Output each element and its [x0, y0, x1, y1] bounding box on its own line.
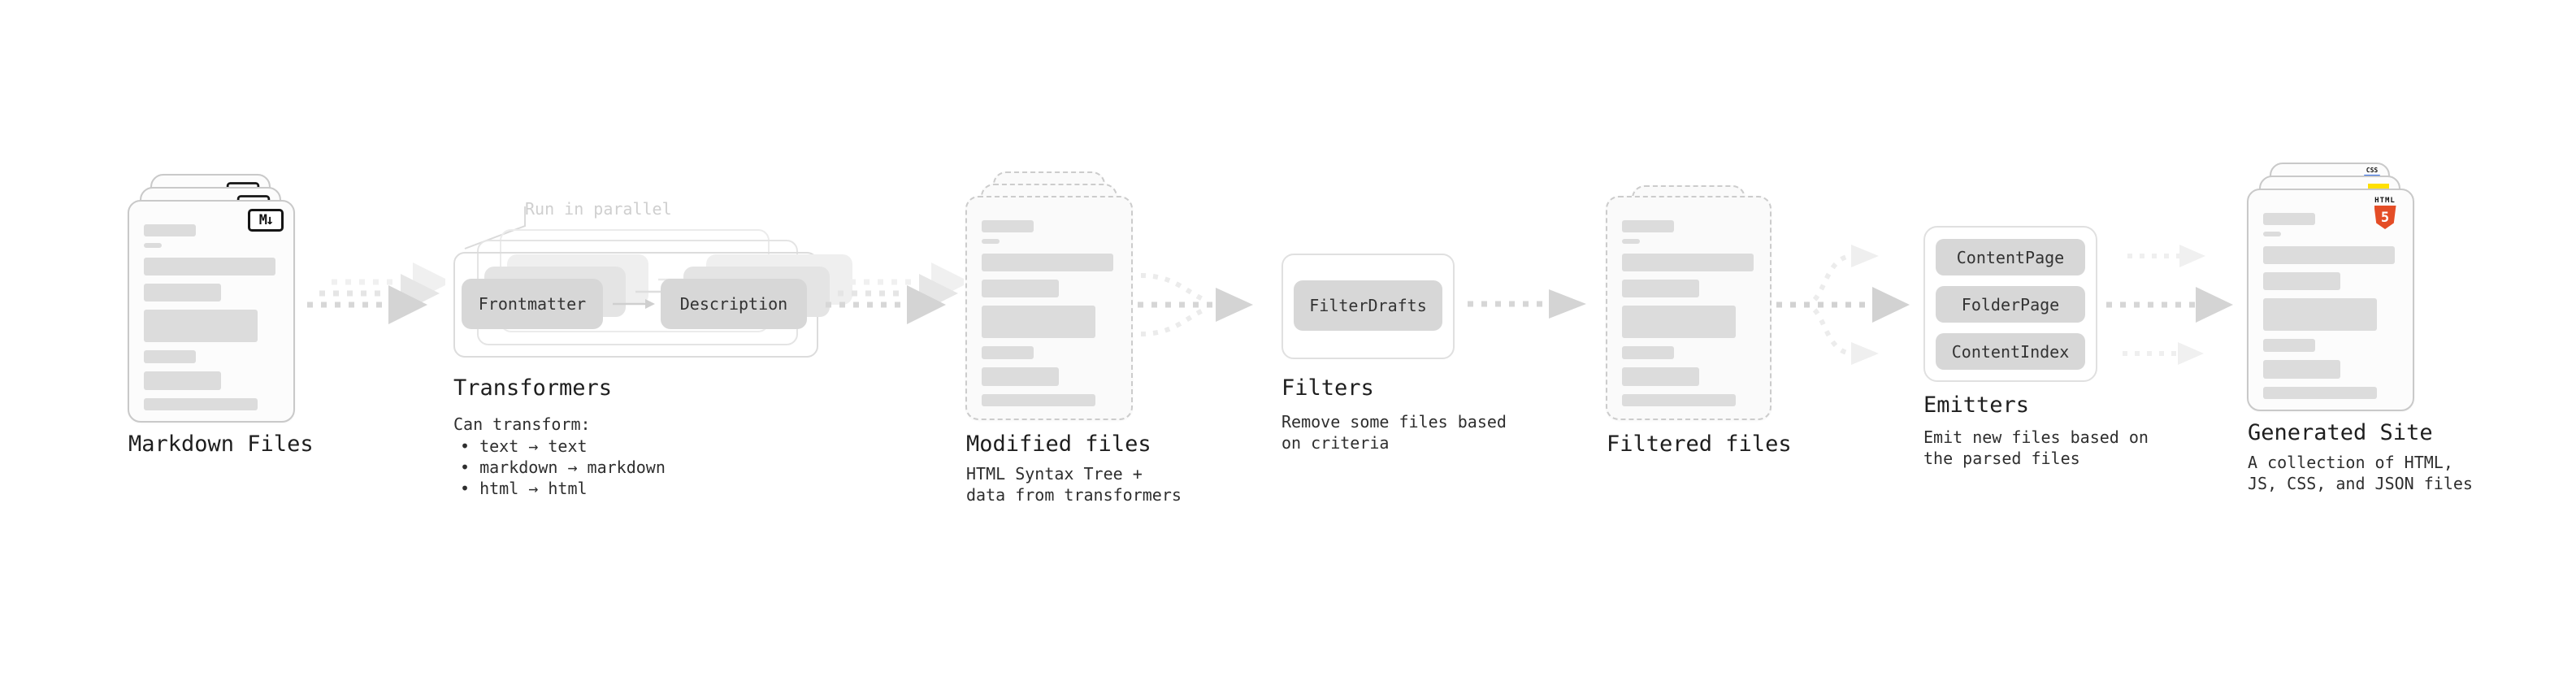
emitter-pill-contentindex: ContentIndex — [1936, 333, 2085, 370]
document-skeleton — [129, 202, 293, 410]
text-line-placeholder — [144, 398, 258, 410]
bullet-item: • html → html — [460, 479, 588, 498]
run-in-parallel-callout: Run in parallel — [525, 199, 672, 219]
node-title-markdown-files: Markdown Files — [128, 432, 314, 457]
text-line-placeholder — [2263, 232, 2281, 236]
transformers-bullet-list: • text → text • markdown → markdown • ht… — [460, 436, 666, 499]
transformer-layer: Frontmatter Description — [453, 229, 818, 359]
bullet-item: • text → text — [460, 436, 588, 456]
node-title-filters: Filters — [1281, 375, 1374, 401]
text-line-placeholder — [144, 284, 221, 301]
bullet-item: • markdown → markdown — [460, 458, 666, 477]
file-card — [965, 196, 1133, 420]
transformers-subtitle: Can transform: — [453, 414, 591, 434]
node-generated-site: CSS HTML 5 — [2247, 163, 2414, 411]
document-skeleton — [1607, 197, 1770, 406]
text-line-placeholder — [1622, 254, 1754, 271]
text-line-placeholder — [144, 224, 196, 236]
text-line-placeholder — [2263, 298, 2377, 331]
node-title-modified-files: Modified files — [966, 432, 1151, 457]
file-card — [1606, 196, 1772, 420]
text-line-placeholder — [982, 346, 1034, 359]
node-title-filtered-files: Filtered files — [1607, 432, 1792, 457]
text-line-placeholder — [2263, 339, 2315, 352]
node-filters: FilterDrafts — [1281, 254, 1455, 359]
text-line-placeholder — [144, 258, 275, 275]
text-line-placeholder — [982, 239, 1000, 244]
text-line-placeholder — [1622, 220, 1674, 232]
file-card: HTML 5 — [2247, 189, 2414, 411]
text-line-placeholder — [144, 350, 196, 363]
markdown-icon: M↓ — [248, 209, 284, 232]
transformer-pill-frontmatter: Frontmatter — [462, 279, 603, 329]
flow-arrow-modified-to-filters — [1138, 273, 1253, 336]
filter-pill-filterdrafts: FilterDrafts — [1294, 280, 1442, 331]
text-line-placeholder — [2263, 360, 2340, 379]
node-emitters: ContentPage FolderPage ContentIndex — [1923, 226, 2097, 382]
node-markdown-files: M↓ M↓ M↓ — [128, 174, 295, 423]
text-line-placeholder — [982, 306, 1095, 338]
flow-arrow-transformers-to-modified — [826, 262, 964, 324]
text-line-placeholder — [2263, 387, 2377, 399]
emitter-pill-folderpage: FolderPage — [1936, 286, 2085, 323]
text-line-placeholder — [1622, 394, 1736, 406]
html5-icon: HTML 5 — [2367, 197, 2403, 229]
modified-files-description: HTML Syntax Tree + data from transformer… — [966, 464, 1182, 505]
node-modified-files — [965, 171, 1133, 420]
text-line-placeholder — [144, 243, 162, 248]
flow-arrow-markdown-to-transformers — [307, 262, 445, 324]
node-transformers: Frontmatter Description — [453, 229, 852, 359]
filters-description: Remove some files based on criteria — [1281, 412, 1507, 453]
text-line-placeholder — [1622, 306, 1736, 338]
text-line-placeholder — [1622, 367, 1699, 386]
text-line-placeholder — [144, 310, 258, 342]
node-title-emitters: Emitters — [1923, 393, 2030, 418]
text-line-placeholder — [1622, 346, 1674, 359]
node-title-transformers: Transformers — [453, 375, 613, 401]
file-card: M↓ — [128, 200, 295, 423]
node-title-generated-site: Generated Site — [2248, 420, 2433, 445]
flow-arrow-emitters-to-generated — [2106, 245, 2233, 365]
mini-arrow-icon — [613, 299, 655, 309]
emitters-description: Emit new files based on the parsed files — [1923, 427, 2149, 468]
node-filtered-files — [1606, 185, 1772, 420]
document-skeleton — [2249, 190, 2413, 399]
text-line-placeholder — [1622, 239, 1640, 244]
flow-arrow-filtered-to-emitters — [1776, 245, 1910, 365]
text-line-placeholder — [982, 254, 1113, 271]
transformer-pill-description: Description — [661, 279, 807, 329]
text-line-placeholder — [2263, 272, 2340, 290]
text-line-placeholder — [982, 394, 1095, 406]
text-line-placeholder — [1622, 280, 1699, 297]
text-line-placeholder — [982, 367, 1059, 386]
generated-site-description: A collection of HTML, JS, CSS, and JSON … — [2248, 453, 2473, 493]
flow-arrow-filters-to-filtered — [1468, 289, 1586, 319]
text-line-placeholder — [2263, 246, 2395, 264]
emitter-pill-contentpage: ContentPage — [1936, 239, 2085, 275]
text-line-placeholder — [982, 280, 1059, 297]
text-line-placeholder — [2263, 213, 2315, 225]
text-line-placeholder — [144, 371, 221, 390]
text-line-placeholder — [982, 220, 1034, 232]
document-skeleton — [967, 197, 1131, 406]
